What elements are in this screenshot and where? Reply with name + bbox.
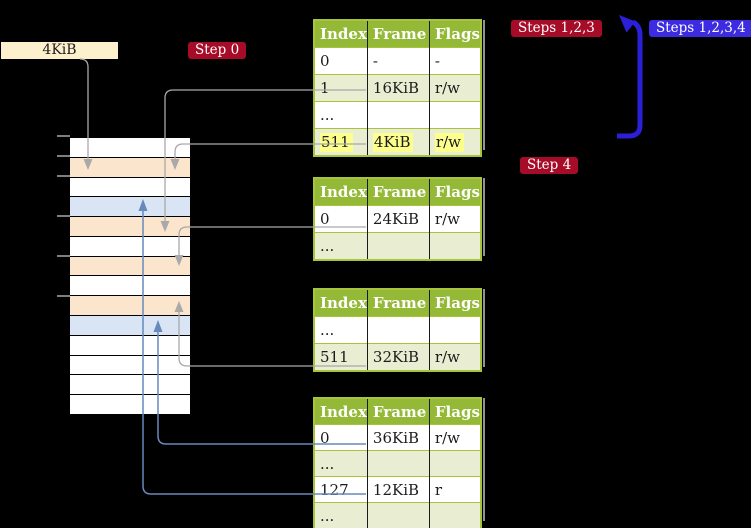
table-header-row: Index Frame Flags [314,19,482,48]
table-row: ... [314,450,482,477]
table-row: ... [314,502,482,528]
table-row: ... [314,232,482,260]
cell-index: 511 [320,348,349,366]
cell-flags: r [434,480,443,499]
arrowhead-up-left-icon [619,15,636,33]
header-frame: Frame [366,177,430,206]
header-flags: Flags [428,177,482,206]
table-row: ... [314,316,482,344]
memory-frame-row [70,236,190,257]
frame-address-box: 4KiB [1,42,118,59]
table-row: 0 36KiB r/w [314,424,482,451]
cell-index: 0 [320,210,330,228]
cell-frame: 24KiB [372,210,420,228]
cell-flags-highlight: r/w [434,133,464,152]
cell-frame: 12KiB [372,480,420,499]
table-row: 127 12KiB r [314,476,482,503]
memory-tick [57,155,70,157]
page-table-third: Index Frame Flags ... 511 32KiB r/w [313,288,483,372]
cell-index: ... [320,454,335,473]
physical-memory-stack [70,137,190,415]
header-index: Index [314,19,368,48]
cell-index: 1 [320,79,330,97]
memory-frame-row [70,355,190,376]
cell-frame-highlight: 4KiB [372,133,414,152]
cell-frame: 32KiB [372,348,420,366]
memory-frame-row [70,335,190,356]
frame-address-label: 4KiB [42,42,77,58]
header-index: Index [314,397,368,425]
memory-frame-row [70,395,190,415]
header-frame: Frame [366,288,430,317]
table-row: 511 32KiB r/w [314,343,482,371]
cell-index: ... [320,506,335,525]
cell-index: 127 [320,480,349,499]
memory-frame-row [70,217,190,237]
header-frame: Frame [366,397,430,425]
memory-frame-row [70,256,190,277]
memory-tick [57,255,70,257]
memory-tick [57,135,70,137]
cell-frame: - [372,52,378,70]
table-header-row: Index Frame Flags [314,288,482,317]
memory-tick [57,175,70,177]
memory-tick [57,295,70,297]
memory-frame-row [70,157,190,178]
cell-flags: r/w [434,210,460,228]
table-row: 0 - - [314,47,482,75]
cell-flags: r/w [434,348,460,366]
page-table-second: Index Frame Flags 0 24KiB r/w ... [313,177,483,261]
memory-tick [57,215,70,217]
cell-flags: r/w [434,428,460,447]
memory-frame-row [70,316,190,336]
header-frame: Frame [366,19,430,48]
page-table-fourth: Index Frame Flags 0 36KiB r/w ... 127 12… [313,397,483,528]
header-flags: Flags [428,19,482,48]
header-flags: Flags [428,288,482,317]
badge-steps-1234: Steps 1,2,3,4 [649,20,751,37]
memory-frame-row [70,296,190,317]
table-row-highlighted: 511 4KiB r/w [314,128,482,156]
memory-frame-row [70,375,190,396]
header-index: Index [314,288,368,317]
memory-frame-row [70,276,190,297]
cell-index: ... [320,106,335,124]
badge-step-4: Step 4 [520,157,579,174]
cell-frame: 36KiB [372,428,420,447]
cell-index: ... [320,237,335,255]
cell-frame: 16KiB [372,79,420,97]
page-table-top: Index Frame Flags 0 - - 1 16KiB r/w ... … [313,19,483,157]
header-flags: Flags [428,397,482,425]
cell-index: 0 [320,52,330,70]
memory-frame-row [70,197,190,218]
memory-frame-row [70,177,190,198]
memory-frame-row [70,137,190,158]
cell-index: 0 [320,428,330,447]
table-row: 1 16KiB r/w [314,74,482,102]
cell-index: ... [320,321,335,339]
badge-step-0: Step 0 [188,42,247,59]
header-index: Index [314,177,368,206]
cell-flags: - [434,52,440,70]
table-row: 0 24KiB r/w [314,205,482,233]
cell-index-highlight: 511 [320,133,353,152]
badge-steps-123: Steps 1,2,3 [511,20,602,37]
cell-flags: r/w [434,79,460,97]
table-header-row: Index Frame Flags [314,177,482,206]
table-header-row: Index Frame Flags [314,397,482,425]
table-row: ... [314,101,482,129]
arrow-steps-loop [617,19,643,139]
